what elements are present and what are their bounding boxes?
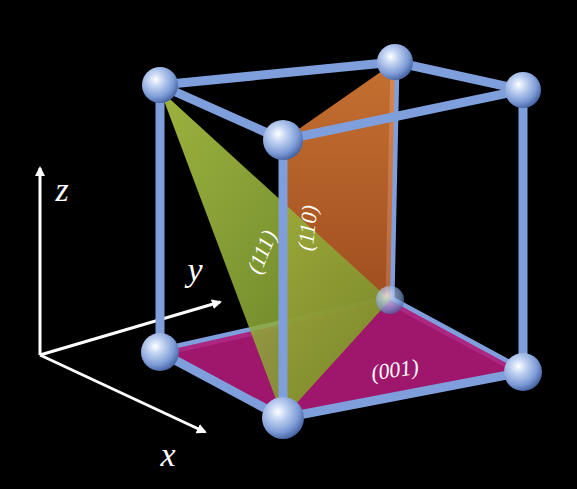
axis-label: x [160,438,175,472]
axis-label: z [55,173,68,207]
atom [376,286,404,314]
plane-111 [160,90,390,418]
plane-label: (110) [295,204,322,252]
axis-label: y [187,253,202,287]
cube-edges [160,62,523,418]
atoms [141,44,542,439]
axes [40,168,220,432]
